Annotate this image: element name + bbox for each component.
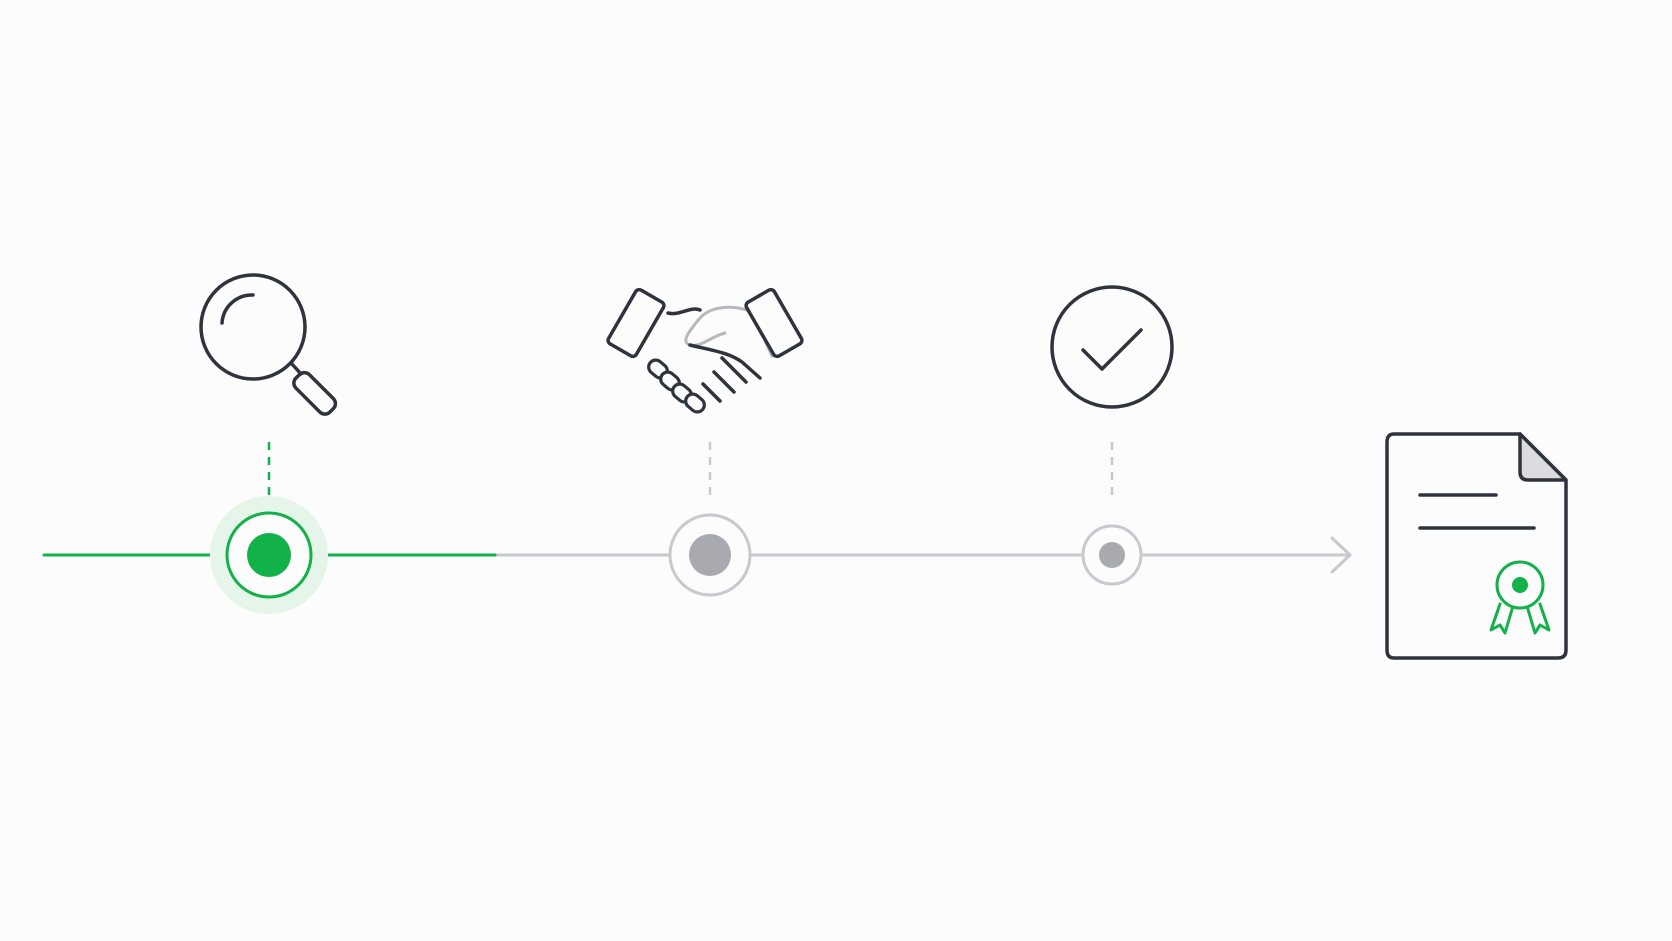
award-ribbon-icon <box>1489 560 1551 635</box>
magnifying-glass-icon <box>199 273 338 416</box>
handshake-icon <box>606 287 804 414</box>
step-3 <box>1050 285 1174 586</box>
checkmark-circle-icon <box>1050 285 1174 409</box>
step-3-dot <box>1099 542 1125 568</box>
certificate-document-icon <box>1385 432 1568 660</box>
step-1-dot <box>247 533 291 577</box>
step-1 <box>199 273 338 614</box>
step-2 <box>606 287 804 597</box>
step-2-dot <box>689 534 731 576</box>
timeline-arrow-icon <box>1330 536 1352 574</box>
